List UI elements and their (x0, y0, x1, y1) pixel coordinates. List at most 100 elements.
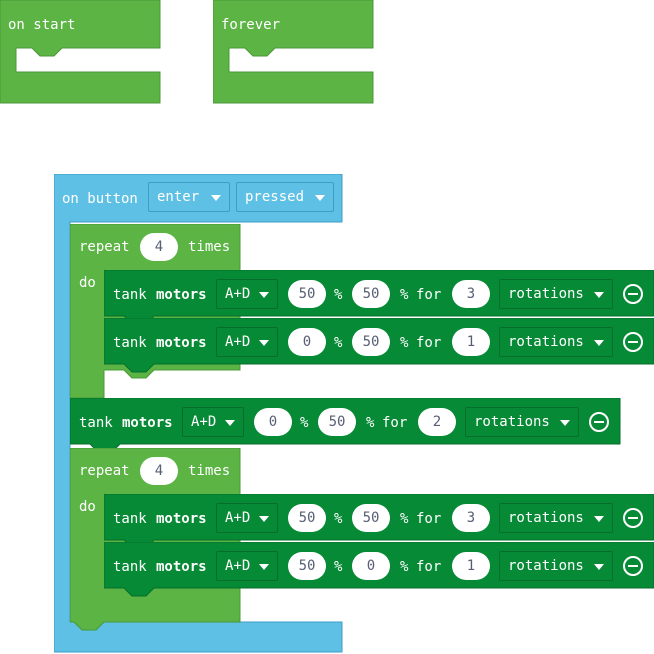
chevron-down-icon (259, 564, 269, 570)
unit-dropdown-value: rotations (474, 414, 550, 430)
left-speed-input[interactable]: 50 (288, 504, 326, 532)
tank-label: tank (113, 559, 147, 575)
tank-motors-block-1[interactable]: tank motors A+D 50 % 50 % for 3 rotation… (104, 270, 654, 318)
percent-label: % (334, 559, 343, 575)
left-speed-input[interactable]: 0 (254, 408, 292, 436)
motors-label: motors (122, 415, 173, 431)
left-speed-input[interactable]: 0 (288, 328, 326, 356)
do-label: do (79, 275, 96, 291)
motors-label: motors (156, 335, 207, 351)
amount-input[interactable]: 1 (452, 328, 490, 356)
unit-dropdown[interactable]: rotations (499, 327, 613, 357)
percent-label: % (300, 415, 309, 431)
chevron-down-icon (315, 195, 325, 201)
chevron-down-icon (259, 516, 269, 522)
repeat-count-input[interactable]: 4 (140, 233, 178, 261)
right-speed-input[interactable]: 0 (352, 552, 390, 580)
repeat-label: repeat (79, 463, 130, 479)
remove-minus-icon[interactable] (623, 332, 643, 352)
chevron-down-icon (594, 564, 604, 570)
forever-label: forever (221, 17, 281, 33)
right-speed-input[interactable]: 50 (352, 328, 390, 356)
repeat-count-input[interactable]: 4 (140, 457, 178, 485)
for-label: for (382, 415, 408, 431)
tank-motors-block-5[interactable]: tank motors A+D 50 % 0 % for 1 rotations (104, 542, 654, 597)
button-dropdown-value: enter (157, 189, 200, 205)
percent-label: % (400, 559, 409, 575)
port-dropdown-value: A+D (225, 334, 251, 350)
chevron-down-icon (225, 420, 235, 426)
for-label: for (416, 335, 442, 351)
percent-label: % (400, 287, 409, 303)
tank-motors-block-2[interactable]: tank motors A+D 0 % 50 % for 1 rotations (104, 318, 654, 373)
on-button-label: on button (62, 191, 138, 207)
unit-dropdown-value: rotations (508, 558, 584, 574)
chevron-down-icon (560, 420, 570, 426)
for-label: for (416, 559, 442, 575)
chevron-down-icon (259, 340, 269, 346)
port-dropdown[interactable]: A+D (216, 279, 278, 309)
amount-input[interactable]: 3 (452, 504, 490, 532)
event-dropdown-value: pressed (245, 189, 305, 205)
motors-label: motors (156, 559, 207, 575)
unit-dropdown[interactable]: rotations (465, 407, 579, 437)
repeat-label: repeat (79, 239, 130, 255)
unit-dropdown[interactable]: rotations (499, 503, 613, 533)
remove-minus-icon[interactable] (623, 284, 643, 304)
remove-minus-icon[interactable] (589, 412, 609, 432)
remove-minus-icon[interactable] (623, 556, 643, 576)
unit-dropdown-value: rotations (508, 286, 584, 302)
unit-dropdown[interactable]: rotations (499, 551, 613, 581)
unit-dropdown-value: rotations (508, 334, 584, 350)
chevron-down-icon (594, 292, 604, 298)
for-label: for (416, 287, 442, 303)
chevron-down-icon (211, 195, 221, 201)
percent-label: % (366, 415, 375, 431)
do-label: do (79, 499, 96, 515)
percent-label: % (334, 287, 343, 303)
chevron-down-icon (594, 340, 604, 346)
percent-label: % (400, 335, 409, 351)
tank-motors-block-4[interactable]: tank motors A+D 50 % 50 % for 3 rotation… (104, 494, 654, 549)
motors-label: motors (156, 287, 207, 303)
button-dropdown[interactable]: enter (148, 182, 230, 212)
chevron-down-icon (259, 292, 269, 298)
for-label: for (416, 511, 442, 527)
port-dropdown[interactable]: A+D (182, 407, 244, 437)
percent-label: % (334, 511, 343, 527)
tank-label: tank (113, 511, 147, 527)
percent-label: % (400, 511, 409, 527)
on-button-block[interactable]: on button enter pressed (54, 174, 344, 654)
tank-label: tank (113, 335, 147, 351)
on-start-block-shape (0, 0, 161, 104)
port-dropdown-value: A+D (191, 414, 217, 430)
amount-input[interactable]: 3 (452, 280, 490, 308)
remove-minus-icon[interactable] (623, 508, 643, 528)
forever-block[interactable]: forever (213, 0, 375, 105)
amount-input[interactable]: 2 (418, 408, 456, 436)
on-start-label: on start (8, 17, 76, 33)
unit-dropdown-value: rotations (508, 510, 584, 526)
port-dropdown[interactable]: A+D (216, 551, 278, 581)
right-speed-input[interactable]: 50 (352, 504, 390, 532)
port-dropdown-value: A+D (225, 510, 251, 526)
tank-label: tank (113, 287, 147, 303)
port-dropdown-value: A+D (225, 286, 251, 302)
port-dropdown-value: A+D (225, 558, 251, 574)
unit-dropdown[interactable]: rotations (499, 279, 613, 309)
port-dropdown[interactable]: A+D (216, 503, 278, 533)
left-speed-input[interactable]: 50 (288, 552, 326, 580)
tank-motors-block-3[interactable]: tank motors A+D 0 % 50 % for 2 rotations (70, 398, 622, 453)
right-speed-input[interactable]: 50 (352, 280, 390, 308)
right-speed-input[interactable]: 50 (318, 408, 356, 436)
tank-label: tank (79, 415, 113, 431)
port-dropdown[interactable]: A+D (216, 327, 278, 357)
left-speed-input[interactable]: 50 (288, 280, 326, 308)
motors-label: motors (156, 511, 207, 527)
times-label: times (188, 239, 231, 255)
on-start-block[interactable]: on start (0, 0, 162, 105)
forever-block-shape (213, 0, 374, 104)
percent-label: % (334, 335, 343, 351)
amount-input[interactable]: 1 (452, 552, 490, 580)
event-dropdown[interactable]: pressed (236, 182, 334, 212)
